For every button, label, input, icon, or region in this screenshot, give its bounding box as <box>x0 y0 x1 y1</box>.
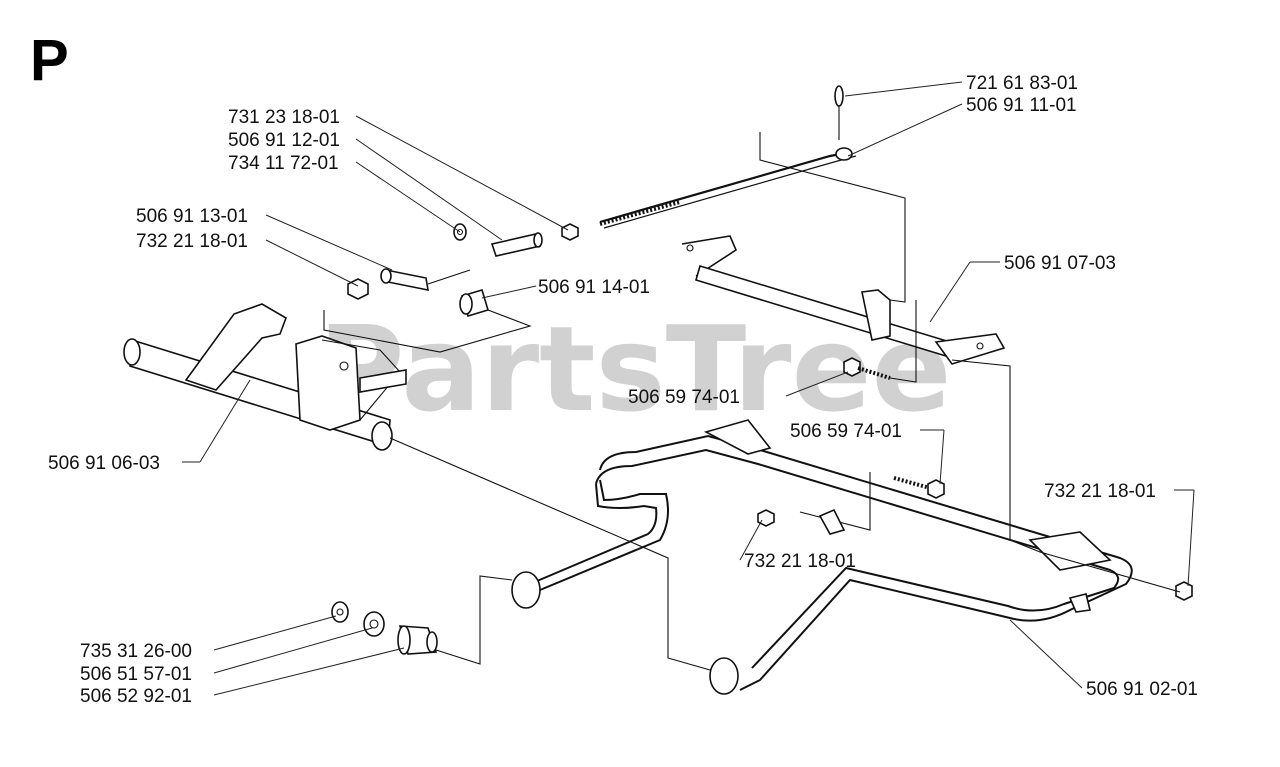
reference-box-mid <box>323 309 532 353</box>
retaining-ring-part <box>331 601 349 623</box>
part-label-506-91-14-01[interactable]: 506 91 14-01 <box>538 277 650 298</box>
part-label-506-91-12-01[interactable]: 506 91 12-01 <box>228 130 340 151</box>
reference-line-right <box>951 359 1181 593</box>
part-label-506-59-74-01-lower[interactable]: 506 59 74-01 <box>790 421 902 442</box>
part-label-731-23-18-01[interactable]: 731 23 18-01 <box>228 107 340 128</box>
part-label-506-59-74-01-upper[interactable]: 506 59 74-01 <box>628 387 740 408</box>
bushing-part <box>459 289 489 317</box>
upper-frame-bar-part <box>681 235 1006 365</box>
part-label-506-52-92-01[interactable]: 506 52 92-01 <box>80 686 192 707</box>
part-label-721-61-83-01[interactable]: 721 61 83-01 <box>966 73 1078 94</box>
bolt-part-upper <box>843 300 917 383</box>
part-label-735-31-26-00[interactable]: 735 31 26-00 <box>80 641 192 662</box>
part-label-506-91-06-03[interactable]: 506 91 06-03 <box>48 453 160 474</box>
pin-part <box>380 268 471 292</box>
part-label-506-91-02-01[interactable]: 506 91 02-01 <box>1086 679 1198 700</box>
bolt-part-lower <box>799 472 945 531</box>
reference-line-shaft <box>389 437 711 671</box>
nut-part-right <box>1175 581 1193 601</box>
reference-line-bushing <box>435 575 513 665</box>
part-label-732-21-18-01-left[interactable]: 732 21 18-01 <box>136 231 248 252</box>
reference-box-top <box>759 132 906 303</box>
part-label-506-51-57-01[interactable]: 506 51 57-01 <box>80 664 192 685</box>
part-label-732-21-18-01-mid[interactable]: 732 21 18-01 <box>744 551 856 572</box>
part-label-506-91-13-01[interactable]: 506 91 13-01 <box>136 206 248 227</box>
cotter-pin-part <box>834 85 844 140</box>
nut-part-mid <box>757 509 775 527</box>
part-label-506-91-07-03[interactable]: 506 91 07-03 <box>1004 253 1116 274</box>
part-label-732-21-18-01-right[interactable]: 732 21 18-01 <box>1044 481 1156 502</box>
leader-lines <box>182 81 1195 696</box>
main-frame-part <box>511 419 1133 695</box>
flat-washer-part <box>363 611 385 637</box>
shaft-assembly-part <box>123 303 407 451</box>
flanged-bushing-part <box>397 625 438 655</box>
spacer-tube-part <box>490 232 543 257</box>
part-label-506-91-11-01[interactable]: 506 91 11-01 <box>966 95 1077 116</box>
part-number-labels: 721 61 83-01 506 91 11-01 731 23 18-01 5… <box>48 73 1198 707</box>
control-rod-part <box>599 147 857 229</box>
section-letter: P <box>30 28 69 93</box>
small-nut-part <box>561 223 579 241</box>
part-label-734-11-72-01[interactable]: 734 11 72-01 <box>228 153 339 174</box>
